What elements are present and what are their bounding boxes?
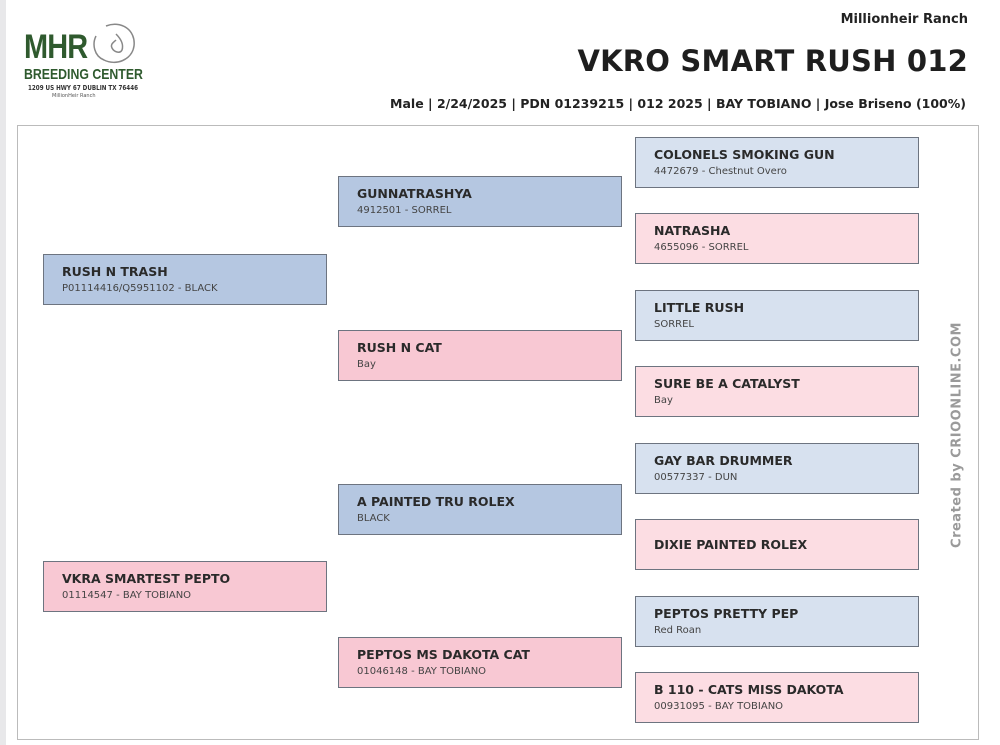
ancestor-box[interactable]: DIXIE PAINTED ROLEX	[635, 519, 919, 570]
sire-box[interactable]: RUSH N TRASH P01114416/Q5951102 - BLACK	[43, 254, 327, 305]
horse-name: PEPTOS PRETTY PEP	[654, 606, 799, 621]
horse-name: COLONELS SMOKING GUN	[654, 147, 835, 162]
horse-info: Red Roan	[654, 625, 702, 636]
horse-info: SORREL	[654, 319, 695, 330]
maternal-granddam-box[interactable]: PEPTOS MS DAKOTA CAT 01046148 - BAY TOBI…	[338, 637, 622, 688]
logo-mhr: MHR	[24, 28, 88, 66]
ancestor-box[interactable]: COLONELS SMOKING GUN 4472679 - Chestnut …	[635, 137, 919, 188]
logo-breeding-center: BREEDING CENTER	[24, 66, 143, 83]
logo-address: 1209 US HWY 67 DUBLIN TX 76446	[28, 84, 138, 92]
horse-title: VKRO SMART RUSH 012	[577, 44, 968, 78]
horse-info: 4655096 - SORREL	[654, 242, 749, 253]
horse-name: B 110 - CATS MISS DAKOTA	[654, 682, 844, 697]
ranch-logo: MHR BREEDING CENTER 1209 US HWY 67 DUBLI…	[22, 22, 143, 102]
horse-meta: Male | 2/24/2025 | PDN 01239215 | 012 20…	[390, 96, 966, 111]
horse-info: 00577337 - DUN	[654, 472, 738, 483]
ancestor-box[interactable]: PEPTOS PRETTY PEP Red Roan	[635, 596, 919, 647]
horse-name: GAY BAR DRUMMER	[654, 453, 793, 468]
paternal-granddam-box[interactable]: RUSH N CAT Bay	[338, 330, 622, 381]
horse-info: 01114547 - BAY TOBIANO	[62, 590, 192, 601]
horse-name: RUSH N CAT	[357, 340, 442, 355]
maternal-grandsire-box[interactable]: A PAINTED TRU ROLEX BLACK	[338, 484, 622, 535]
horse-name: SURE BE A CATALYST	[654, 376, 800, 391]
ancestor-box[interactable]: LITTLE RUSH SORREL	[635, 290, 919, 341]
horse-name: NATRASHA	[654, 223, 731, 238]
ancestor-box[interactable]: SURE BE A CATALYST Bay	[635, 366, 919, 417]
horse-name: LITTLE RUSH	[654, 300, 745, 315]
ancestor-box[interactable]: NATRASHA 4655096 - SORREL	[635, 213, 919, 264]
horse-info: 4912501 - SORREL	[357, 205, 452, 216]
horse-name: PEPTOS MS DAKOTA CAT	[357, 647, 530, 662]
horse-name: DIXIE PAINTED ROLEX	[654, 537, 808, 552]
horse-name: A PAINTED TRU ROLEX	[357, 494, 515, 509]
horse-name: RUSH N TRASH	[62, 264, 168, 279]
dam-box[interactable]: VKRA SMARTEST PEPTO 01114547 - BAY TOBIA…	[43, 561, 327, 612]
horse-head-icon	[93, 23, 135, 64]
window-edge	[0, 0, 6, 745]
paternal-grandsire-box[interactable]: GUNNATRASHYA 4912501 - SORREL	[338, 176, 622, 227]
horse-info: Bay	[654, 395, 673, 406]
ancestor-box[interactable]: GAY BAR DRUMMER 00577337 - DUN	[635, 443, 919, 494]
horse-info: 00931095 - BAY TOBIANO	[654, 701, 784, 712]
horse-info: P01114416/Q5951102 - BLACK	[62, 283, 218, 294]
horse-info: 01046148 - BAY TOBIANO	[357, 666, 487, 677]
horse-info: BLACK	[357, 513, 390, 524]
ranch-name: Millionheir Ranch	[840, 12, 968, 27]
logo-subtitle: MillionHeir Ranch	[52, 93, 96, 99]
pedigree-frame	[17, 125, 979, 740]
watermark: Created by CRIOONLINE.COM	[949, 322, 965, 548]
ancestor-box[interactable]: B 110 - CATS MISS DAKOTA 00931095 - BAY …	[635, 672, 919, 723]
horse-name: GUNNATRASHYA	[357, 186, 472, 201]
horse-name: VKRA SMARTEST PEPTO	[62, 571, 231, 586]
horse-info: Bay	[357, 359, 376, 370]
horse-info: 4472679 - Chestnut Overo	[654, 166, 787, 177]
